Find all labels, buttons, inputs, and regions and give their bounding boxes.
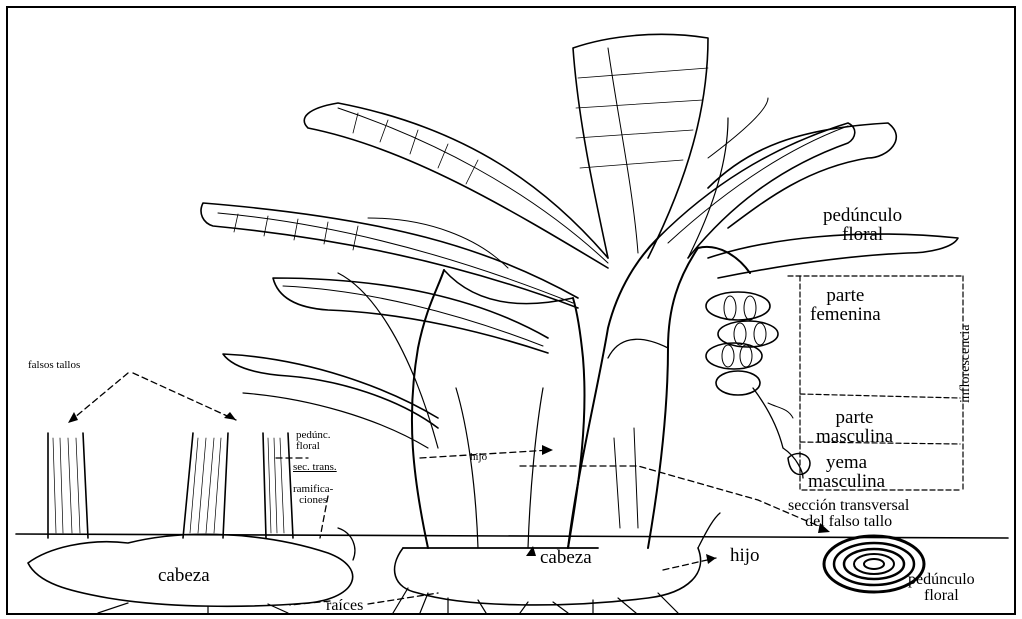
arrowheads — [68, 412, 830, 564]
label-sec-trans: sec. trans. — [293, 462, 337, 473]
left-pseudostems — [48, 433, 293, 538]
label-pedunc-floral-small: pedúnc. floral — [296, 430, 331, 452]
right-pseudostem — [568, 238, 698, 548]
label-pedunculo-floral-top: pedúnculo floral — [823, 206, 902, 244]
label-cabeza-left: cabeza — [158, 566, 210, 585]
label-hijo-right: hijo — [730, 546, 760, 565]
label-seccion-transversal: sección transversal del falso tallo — [788, 498, 909, 530]
main-pseudostem — [403, 270, 598, 548]
label-pedunculo-floral-bottom: pedúnculo floral — [908, 572, 975, 604]
label-raices: raíces — [326, 598, 363, 614]
label-parte-masculina: parte masculina — [816, 408, 893, 446]
male-bud — [788, 454, 810, 475]
label-parte-femenina: parte femenina — [810, 286, 881, 324]
label-falsos-tallos: falsos tallos — [28, 360, 80, 371]
banana-bunch — [698, 247, 810, 478]
label-inflorescencia: inflorescencia — [958, 324, 974, 403]
label-ramificaciones: ramifica- ciones — [293, 484, 333, 506]
diagram-frame: pedúnculo floral parte femenina inflores… — [6, 6, 1016, 615]
label-yema-masculina: yema masculina — [808, 453, 885, 491]
label-hijo-center: hijo — [470, 452, 487, 463]
label-cabeza-center: cabeza — [540, 548, 592, 567]
